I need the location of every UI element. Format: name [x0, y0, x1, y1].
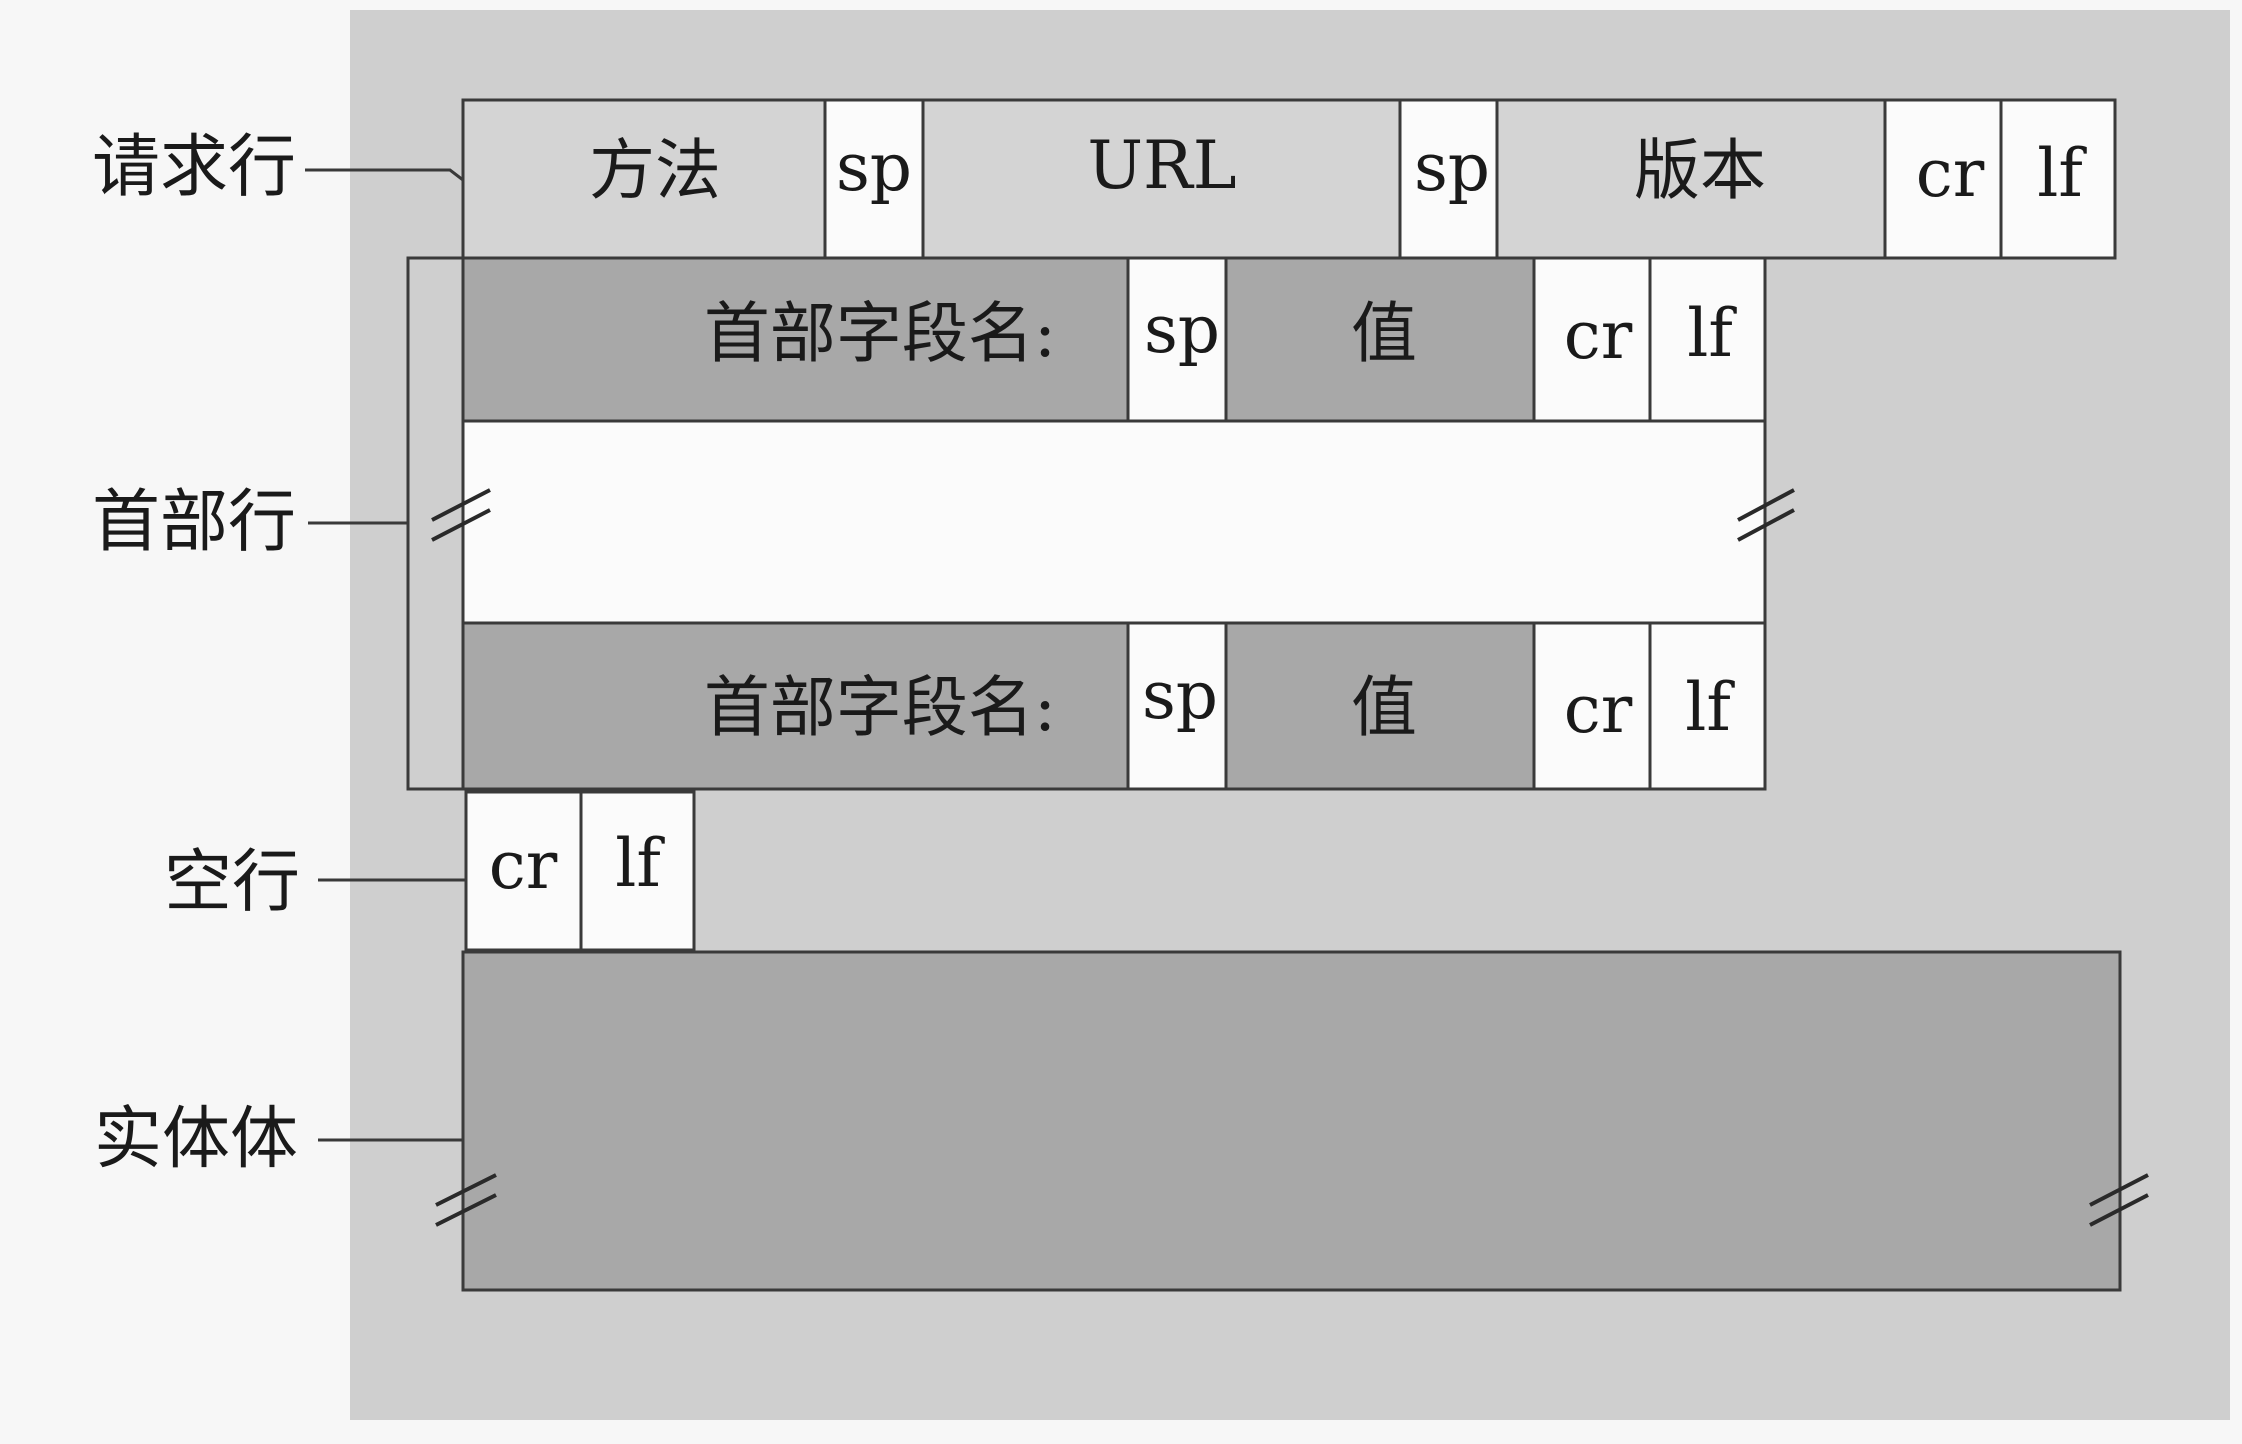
cr-label-h2: cr	[1564, 671, 1633, 748]
header-row-2	[461, 621, 1767, 791]
label-entity-body: 实体体	[94, 1100, 298, 1179]
cr-label-blank: cr	[489, 827, 558, 904]
cr-label-h1: cr	[1564, 297, 1633, 374]
sp-label-2: sp	[1414, 129, 1490, 206]
lf-label-blank: lf	[615, 825, 665, 902]
version-label: 版本	[1634, 132, 1766, 209]
sp-label-h2: sp	[1142, 657, 1218, 734]
blank-line-row	[464, 790, 696, 952]
sp-label-h1: sp	[1144, 291, 1220, 368]
elided-header-lines	[461, 419, 1767, 625]
break-mark-header-right	[1737, 488, 1795, 542]
lf-cell-h2	[1648, 621, 1767, 791]
entity-body-box	[461, 950, 2122, 1292]
lf-cell-h1	[1648, 256, 1767, 423]
header-row-1	[461, 256, 1767, 423]
value-cell-2	[1224, 621, 1536, 791]
value-label-1: 值	[1351, 295, 1417, 372]
sp-cell-1	[823, 98, 925, 260]
url-label: URL	[1087, 127, 1236, 204]
method-label: 方法	[589, 132, 721, 209]
label-request-line: 请求行	[92, 128, 296, 207]
field-name-label-2: 首部字段名:	[704, 669, 1056, 746]
label-header-lines: 首部行	[92, 483, 296, 562]
value-cell-1	[1224, 256, 1536, 423]
request-line-row	[461, 98, 2117, 260]
sp-cell-h1	[1126, 256, 1228, 423]
lf-cell-blank	[579, 790, 696, 952]
lf-label-request: lf	[2037, 135, 2087, 212]
lf-label-h1: lf	[1687, 295, 1737, 372]
connector-request-line	[305, 168, 464, 182]
field-name-cell-1	[461, 256, 1130, 423]
lf-label-h2: lf	[1685, 669, 1735, 746]
field-name-label-1: 首部字段名:	[704, 295, 1056, 372]
break-mark-body-right	[2089, 1173, 2149, 1227]
cr-cell-h2	[1532, 621, 1652, 791]
sp-cell-h2	[1126, 621, 1228, 791]
field-name-cell-2	[461, 621, 1130, 791]
method-cell	[461, 98, 827, 260]
cr-label-request: cr	[1916, 135, 1985, 212]
cr-cell-request	[1883, 98, 2003, 260]
lf-cell-request	[1999, 98, 2117, 260]
break-mark-body-left	[435, 1173, 497, 1227]
sp-label-1: sp	[836, 129, 912, 206]
label-blank-line: 空行	[164, 843, 300, 922]
break-mark-header-left	[431, 488, 491, 542]
url-cell	[921, 98, 1402, 260]
value-label-2: 值	[1351, 669, 1417, 746]
